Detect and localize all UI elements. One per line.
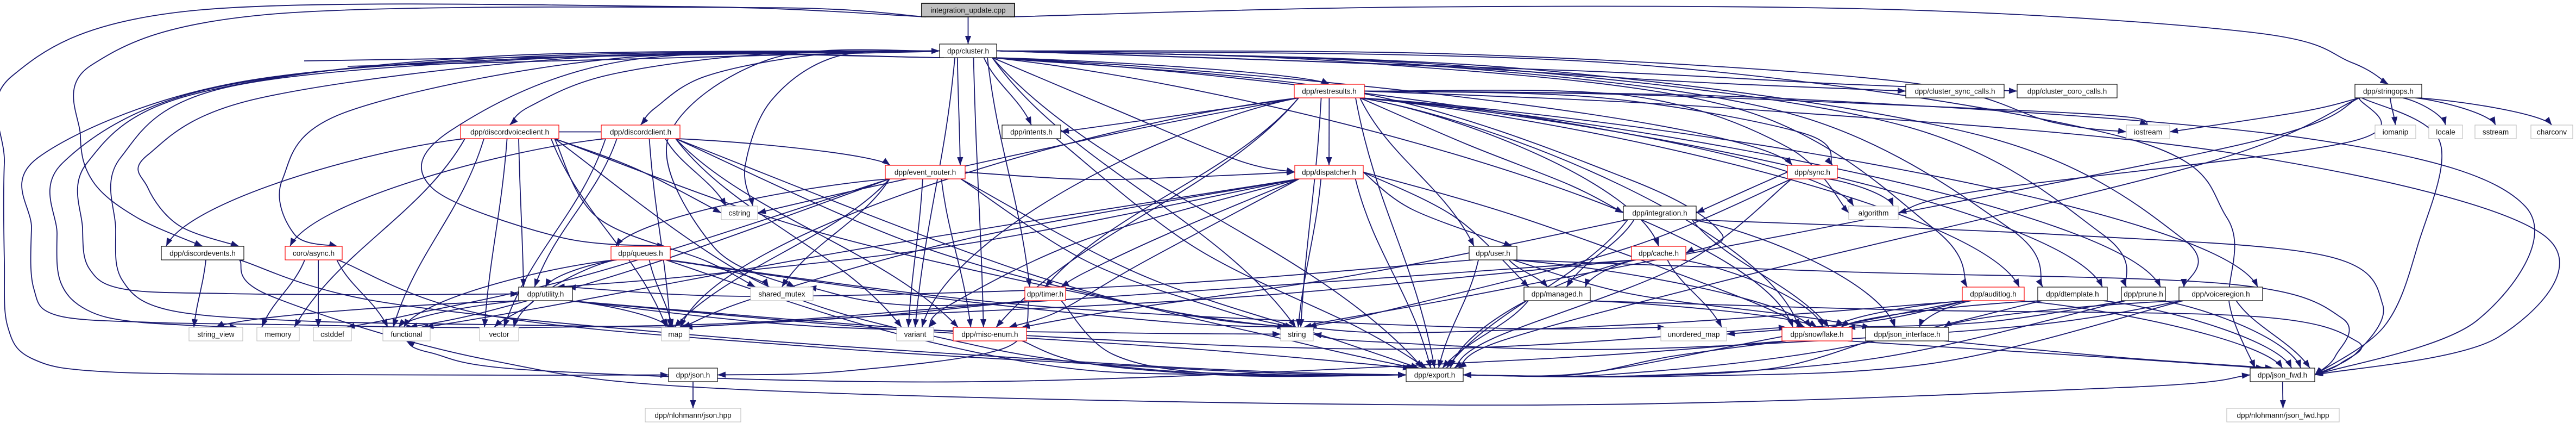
svg-text:dpp/auditlog.h: dpp/auditlog.h <box>1970 290 2016 298</box>
svg-text:dpp/misc-enum.h: dpp/misc-enum.h <box>961 330 1018 338</box>
svg-text:cstddef: cstddef <box>320 330 344 338</box>
svg-text:dpp/voiceregion.h: dpp/voiceregion.h <box>2191 290 2250 298</box>
svg-text:dpp/event_router.h: dpp/event_router.h <box>895 168 956 176</box>
svg-text:dpp/nlohmann/json_fwd.hpp: dpp/nlohmann/json_fwd.hpp <box>2237 411 2329 419</box>
svg-text:dpp/nlohmann/json.hpp: dpp/nlohmann/json.hpp <box>654 411 731 419</box>
svg-text:dpp/export.h: dpp/export.h <box>1414 371 1456 379</box>
svg-text:dpp/json_interface.h: dpp/json_interface.h <box>1874 330 1940 338</box>
svg-text:algorithm: algorithm <box>1859 209 1889 217</box>
svg-text:map: map <box>668 330 682 338</box>
svg-text:dpp/dispatcher.h: dpp/dispatcher.h <box>1302 168 1356 176</box>
svg-text:dpp/prune.h: dpp/prune.h <box>2124 290 2163 298</box>
svg-text:vector: vector <box>489 330 509 338</box>
svg-text:dpp/user.h: dpp/user.h <box>1476 249 1510 257</box>
svg-text:dpp/managed.h: dpp/managed.h <box>1532 290 1583 298</box>
svg-text:dpp/json_fwd.h: dpp/json_fwd.h <box>2258 371 2307 379</box>
svg-text:dpp/cluster.h: dpp/cluster.h <box>947 47 989 55</box>
svg-text:dpp/snowflake.h: dpp/snowflake.h <box>1790 330 1843 338</box>
svg-text:coro/async.h: coro/async.h <box>293 249 335 257</box>
svg-text:locale: locale <box>2436 128 2455 136</box>
svg-text:dpp/integration.h: dpp/integration.h <box>1632 209 1687 217</box>
svg-text:iostream: iostream <box>2134 128 2162 136</box>
svg-text:dpp/dtemplate.h: dpp/dtemplate.h <box>2046 290 2099 298</box>
svg-text:functional: functional <box>391 330 422 338</box>
svg-text:iomanip: iomanip <box>2383 128 2409 136</box>
svg-text:string_view: string_view <box>198 330 235 338</box>
svg-text:dpp/stringops.h: dpp/stringops.h <box>2363 87 2414 95</box>
svg-text:memory: memory <box>264 330 291 338</box>
svg-text:sstream: sstream <box>2483 128 2509 136</box>
svg-text:dpp/queues.h: dpp/queues.h <box>618 249 663 257</box>
svg-text:unordered_map: unordered_map <box>1668 330 1720 338</box>
svg-text:shared_mutex: shared_mutex <box>758 290 805 298</box>
svg-text:variant: variant <box>904 330 927 338</box>
svg-text:dpp/sync.h: dpp/sync.h <box>1794 168 1830 176</box>
svg-text:dpp/restresults.h: dpp/restresults.h <box>1302 87 1357 95</box>
svg-text:string: string <box>1288 330 1306 338</box>
svg-text:dpp/discordevents.h: dpp/discordevents.h <box>169 249 236 257</box>
svg-text:charconv: charconv <box>2537 128 2567 136</box>
svg-text:dpp/utility.h: dpp/utility.h <box>527 290 564 298</box>
svg-text:cstring: cstring <box>728 209 750 217</box>
svg-text:dpp/cluster_coro_calls.h: dpp/cluster_coro_calls.h <box>2027 87 2107 95</box>
svg-text:dpp/timer.h: dpp/timer.h <box>1027 290 1063 298</box>
svg-text:dpp/cluster_sync_calls.h: dpp/cluster_sync_calls.h <box>1914 87 1995 95</box>
svg-text:dpp/cache.h: dpp/cache.h <box>1639 249 1679 257</box>
svg-text:dpp/discordclient.h: dpp/discordclient.h <box>610 128 671 136</box>
svg-text:integration_update.cpp: integration_update.cpp <box>930 6 1005 14</box>
svg-text:dpp/discordvoiceclient.h: dpp/discordvoiceclient.h <box>470 128 549 136</box>
svg-text:dpp/json.h: dpp/json.h <box>676 371 710 379</box>
svg-text:dpp/intents.h: dpp/intents.h <box>1010 128 1053 136</box>
